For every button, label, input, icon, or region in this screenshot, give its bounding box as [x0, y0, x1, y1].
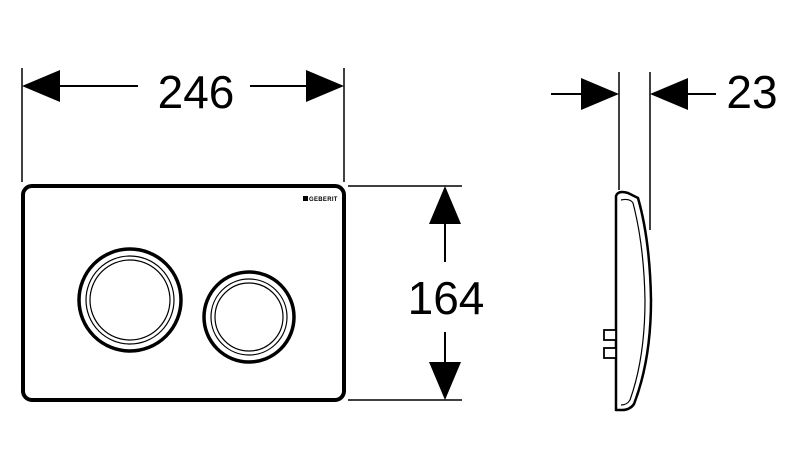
large-flush-button [77, 247, 183, 353]
plate-outline [21, 184, 346, 402]
flush-plate-front-view: GEBERIT [21, 184, 346, 402]
flush-plate-side-view [603, 190, 653, 412]
depth-arrow-left [581, 78, 619, 110]
height-arrow-top [429, 186, 461, 224]
brand-label: GEBERIT [309, 197, 338, 203]
depth-dimension: 23 [551, 66, 778, 230]
depth-arrow-right [650, 78, 688, 110]
height-dimension: 164 [348, 185, 485, 401]
width-value: 246 [158, 66, 235, 118]
side-profile-outer [614, 190, 653, 412]
small-flush-button [202, 270, 296, 364]
height-value: 164 [408, 272, 485, 324]
brand-logo: GEBERIT [303, 196, 338, 203]
width-arrow-right [306, 70, 344, 102]
depth-value: 23 [726, 66, 777, 118]
width-arrow-left [22, 70, 60, 102]
width-dimension: 246 [21, 66, 345, 182]
brand-logo-mark [303, 196, 308, 201]
side-clip-lower [603, 347, 617, 359]
height-arrow-bottom [429, 362, 461, 400]
side-clip-upper [603, 329, 617, 341]
side-profile-inner [620, 198, 646, 406]
